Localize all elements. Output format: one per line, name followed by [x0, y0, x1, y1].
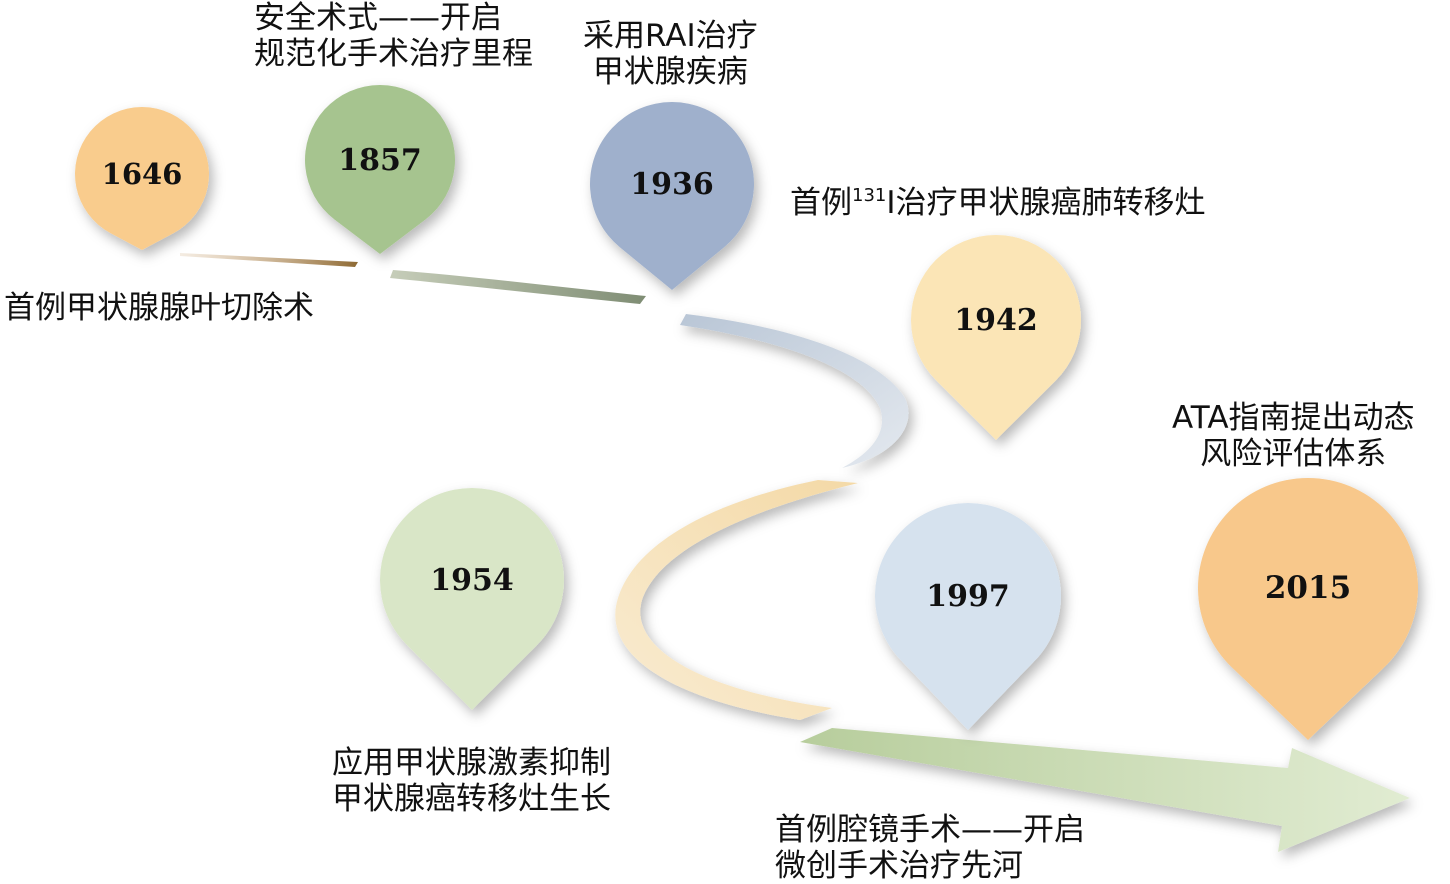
- caption-1954-line-1: 应用甲状腺激素抑制: [332, 745, 611, 781]
- caption-1857: 安全术式——开启 规范化手术治疗里程: [254, 0, 533, 72]
- pin-year-1942: 1942: [954, 303, 1038, 338]
- pin-1942: 1942: [911, 234, 1081, 440]
- caption-1857-line-1: 安全术式——开启: [254, 0, 502, 36]
- pin-year-1954: 1954: [430, 563, 514, 598]
- pin-1997: 1997: [875, 503, 1061, 730]
- pin-marker-1936: [590, 101, 754, 290]
- pin-marker-2015: [1198, 477, 1418, 740]
- caption-1936-line-2: 甲状腺疾病: [592, 54, 748, 90]
- caption-1954: 应用甲状腺激素抑制 甲状腺癌转移灶生长: [332, 745, 611, 817]
- pin-marker-1954: [380, 487, 564, 710]
- caption-1942-suffix: I治疗甲状腺癌肺转移灶: [886, 185, 1206, 221]
- caption-1936: 采用RAI治疗 甲状腺疾病: [583, 18, 758, 90]
- caption-1646: 首例甲状腺腺叶切除术: [4, 290, 314, 326]
- caption-2015: ATA指南提出动态 风险评估体系: [1172, 400, 1415, 472]
- caption-2015-line-1: ATA指南提出动态: [1172, 400, 1415, 436]
- caption-2015-line-2: 风险评估体系: [1200, 436, 1387, 472]
- pin-1936: 1936: [590, 101, 754, 290]
- pin-marker-1997: [875, 503, 1061, 730]
- pin-year-1646: 1646: [102, 157, 183, 191]
- pin-year-2015: 2015: [1265, 570, 1351, 606]
- path-segment-4: [615, 480, 858, 720]
- caption-1936-line-1: 采用RAI治疗: [583, 18, 758, 54]
- path-segment-3: [680, 314, 909, 468]
- caption-1942: 首例131I治疗甲状腺癌肺转移灶: [790, 185, 1206, 221]
- caption-1954-line-2: 甲状腺癌转移灶生长: [332, 781, 611, 817]
- pin-1646: 1646: [75, 107, 210, 250]
- pin-1954: 1954: [380, 487, 564, 710]
- path-arrow: [800, 728, 1410, 852]
- pin-marker-1857: [304, 84, 455, 254]
- caption-1942-superscript: 131: [852, 185, 887, 206]
- caption-1997-line-2: 微创手术治疗先河: [775, 848, 1023, 884]
- pin-year-1997: 1997: [926, 579, 1010, 614]
- path-segment-1: [180, 253, 358, 267]
- pin-marker-1646: [75, 107, 210, 250]
- caption-1857-line-2: 规范化手术治疗里程: [254, 36, 533, 72]
- caption-1942-prefix: 首例: [790, 185, 852, 221]
- pin-marker-1942: [911, 234, 1081, 440]
- pin-year-1857: 1857: [338, 143, 422, 178]
- caption-1997-line-1: 首例腔镜手术——开启: [775, 812, 1085, 848]
- path-segment-2: [390, 270, 646, 304]
- caption-1997: 首例腔镜手术——开启 微创手术治疗先河: [775, 812, 1085, 884]
- pin-2015: 2015: [1198, 477, 1418, 740]
- caption-1646-line-1: 首例甲状腺腺叶切除术: [4, 290, 314, 326]
- pin-year-1936: 1936: [630, 167, 714, 202]
- pin-1857: 1857: [304, 84, 455, 254]
